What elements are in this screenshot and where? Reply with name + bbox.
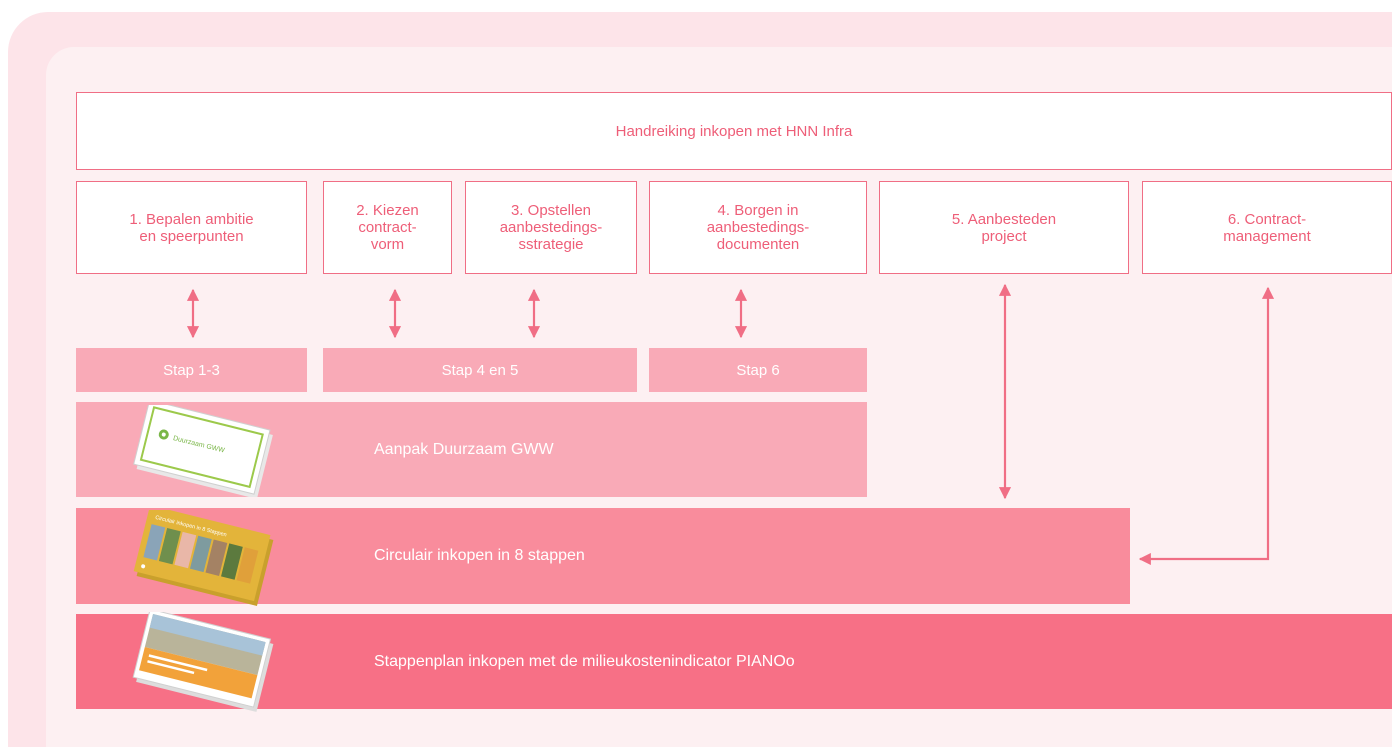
step-label-4: 4. Borgen in aanbestedings- documenten [706,202,810,253]
stap-bar-3: Stap 6 [649,348,867,392]
stap-bar-2: Stap 4 en 5 [323,348,637,392]
header-title: Handreiking inkopen met HNN Infra [615,122,853,140]
cover-circulair-inkopen-thumbnail: Circulair inkopen in 8 Stappen [133,510,274,606]
stap-bar-label-3: Stap 6 [736,361,780,379]
band-label-3: Stappenplan inkopen met de milieukosteni… [374,652,795,670]
step-box-1: 1. Bepalen ambitie en speerpunten [76,181,307,274]
stap-bar-label-2: Stap 4 en 5 [441,361,519,379]
band-label-2: Circulair inkopen in 8 stappen [374,547,585,564]
step-label-6: 6. Contract- management [1223,210,1311,245]
band-label-1: Aanpak Duurzaam GWW [374,440,554,458]
stap-bar-1: Stap 1-3 [76,348,307,392]
step-box-3: 3. Opstellen aanbestedings- sstrategie [465,181,637,274]
step-box-5: 5. Aanbesteden project [879,181,1129,274]
step-label-5: 5. Aanbesteden project [951,210,1057,245]
step-label-1: 1. Bepalen ambitie en speerpunten [129,210,254,245]
elbow-arrow-step-6 [1138,286,1275,566]
step-box-6: 6. Contract- management [1142,181,1392,274]
header-box: Handreiking inkopen met HNN Infra [76,92,1392,170]
step-label-2: 2. Kiezen contract- vorm [356,202,419,253]
stap-bar-label-1: Stap 1-3 [163,361,220,379]
step-label-3: 3. Opstellen aanbestedings- sstrategie [499,202,603,253]
step-box-4: 4. Borgen in aanbestedings- documenten [649,181,867,274]
cover-duurzaam-gww-thumbnail: Duurzaam GWW [133,405,273,497]
cover-stappenplan-thumbnail [132,612,274,712]
step-box-2: 2. Kiezen contract- vorm [323,181,452,274]
band-stappenplan-pianoo: Stappenplan inkopen met de milieukosteni… [76,614,1392,709]
